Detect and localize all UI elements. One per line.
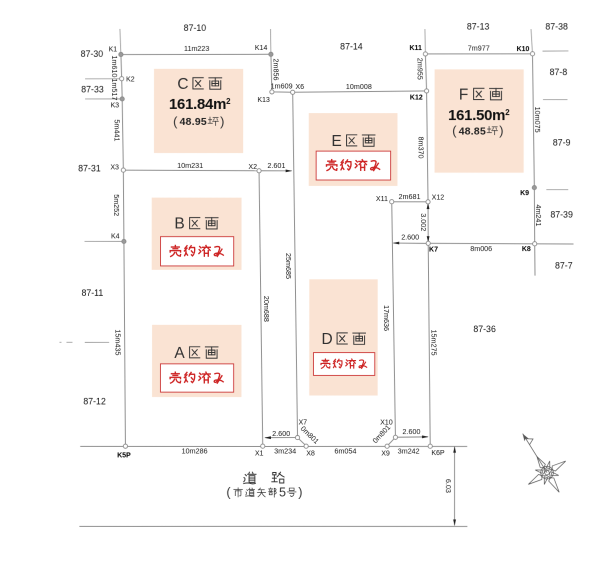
svg-text:X8: X8 (306, 450, 315, 457)
svg-text:87-31: 87-31 (78, 163, 101, 173)
svg-text:2.600: 2.600 (272, 429, 290, 438)
svg-text:87-8: 87-8 (550, 67, 568, 77)
svg-text:1m610: 1m610 (110, 55, 119, 77)
svg-text:K11: K11 (409, 45, 422, 52)
svg-text:8m370: 8m370 (417, 137, 426, 159)
svg-text:K1: K1 (109, 46, 118, 53)
svg-text:87-9: 87-9 (553, 138, 571, 148)
svg-text:X10: X10 (380, 420, 393, 427)
svg-text:87-39: 87-39 (550, 210, 573, 220)
svg-text:K9: K9 (520, 190, 529, 197)
svg-text:10m008: 10m008 (346, 82, 372, 91)
svg-text:3.002: 3.002 (419, 213, 428, 231)
svg-text:2.600: 2.600 (402, 427, 420, 436)
svg-text:B: B (174, 216, 184, 233)
svg-text:X11: X11 (376, 196, 388, 203)
svg-text:4m241: 4m241 (534, 204, 543, 226)
svg-text:): ) (499, 123, 503, 138)
svg-text:X12: X12 (432, 194, 445, 201)
svg-text:2.600: 2.600 (401, 232, 419, 241)
svg-text:K13: K13 (257, 97, 270, 104)
svg-text:6m054: 6m054 (334, 447, 356, 456)
svg-text:F: F (459, 87, 468, 104)
svg-text:X3: X3 (110, 164, 119, 171)
svg-text:87-38: 87-38 (545, 22, 568, 32)
svg-text:X9: X9 (381, 450, 390, 457)
svg-text:1m609: 1m609 (271, 81, 293, 90)
svg-text:A: A (174, 345, 185, 362)
svg-text:10m231: 10m231 (177, 161, 203, 170)
svg-text:K10: K10 (517, 46, 530, 53)
svg-text:2m955: 2m955 (416, 58, 425, 80)
svg-text:D: D (321, 331, 332, 348)
svg-text:87-13: 87-13 (467, 22, 490, 32)
svg-text:K6P: K6P (431, 450, 445, 457)
svg-text:6.03: 6.03 (444, 479, 453, 493)
svg-text:87-36: 87-36 (473, 324, 496, 334)
svg-text:(: ( (173, 114, 178, 129)
svg-text:5: 5 (279, 485, 286, 499)
svg-text:87-12: 87-12 (83, 396, 106, 406)
svg-text:161.84m2: 161.84m2 (169, 96, 231, 113)
svg-text:K14: K14 (255, 45, 268, 52)
svg-text:20m688: 20m688 (262, 296, 271, 322)
svg-text:48.95: 48.95 (180, 116, 207, 128)
svg-text:): ) (298, 485, 302, 499)
svg-text:K7: K7 (429, 247, 438, 254)
svg-text:87-14: 87-14 (340, 42, 363, 52)
svg-text:(: ( (226, 485, 231, 499)
svg-text:K8: K8 (522, 246, 531, 253)
svg-text:3m242: 3m242 (398, 446, 420, 455)
svg-text:X6: X6 (296, 84, 305, 91)
svg-text:(: ( (452, 123, 457, 138)
svg-text:161.50m2: 161.50m2 (448, 107, 510, 124)
svg-text:5m441: 5m441 (113, 119, 122, 141)
svg-text:87-30: 87-30 (81, 49, 104, 59)
svg-text:15m435: 15m435 (113, 329, 122, 355)
svg-text:X1: X1 (255, 451, 264, 458)
svg-text:87-7: 87-7 (555, 261, 573, 271)
svg-text:11m223: 11m223 (184, 44, 209, 53)
svg-text:10m286: 10m286 (182, 447, 208, 456)
svg-text:K3: K3 (111, 103, 120, 110)
svg-text:10m075: 10m075 (533, 107, 542, 133)
svg-text:2.601: 2.601 (267, 161, 285, 170)
svg-text:X7: X7 (299, 420, 308, 427)
svg-text:2m856: 2m856 (272, 58, 281, 80)
svg-text:87-10: 87-10 (184, 23, 207, 33)
svg-text:X2: X2 (248, 164, 257, 171)
svg-text:K12: K12 (410, 95, 423, 102)
svg-text:K4: K4 (111, 234, 120, 241)
svg-text:C: C (177, 76, 188, 93)
svg-text:3m234: 3m234 (274, 446, 296, 455)
svg-text:K2: K2 (126, 76, 135, 83)
svg-text:K5P: K5P (117, 452, 131, 459)
svg-text:E: E (331, 133, 341, 150)
svg-text:1m517: 1m517 (110, 78, 119, 100)
svg-text:17m636: 17m636 (382, 305, 391, 331)
svg-text:48.85: 48.85 (459, 125, 486, 137)
svg-text:8m006: 8m006 (470, 244, 492, 253)
svg-text:5m252: 5m252 (112, 194, 121, 216)
svg-text:87-33: 87-33 (81, 84, 104, 94)
svg-text:7m977: 7m977 (468, 44, 490, 53)
svg-text:): ) (220, 114, 224, 129)
svg-text:15m275: 15m275 (429, 330, 438, 356)
svg-text:2m681: 2m681 (399, 192, 421, 201)
svg-text:87-11: 87-11 (81, 288, 103, 298)
svg-text:25m685: 25m685 (284, 253, 293, 279)
